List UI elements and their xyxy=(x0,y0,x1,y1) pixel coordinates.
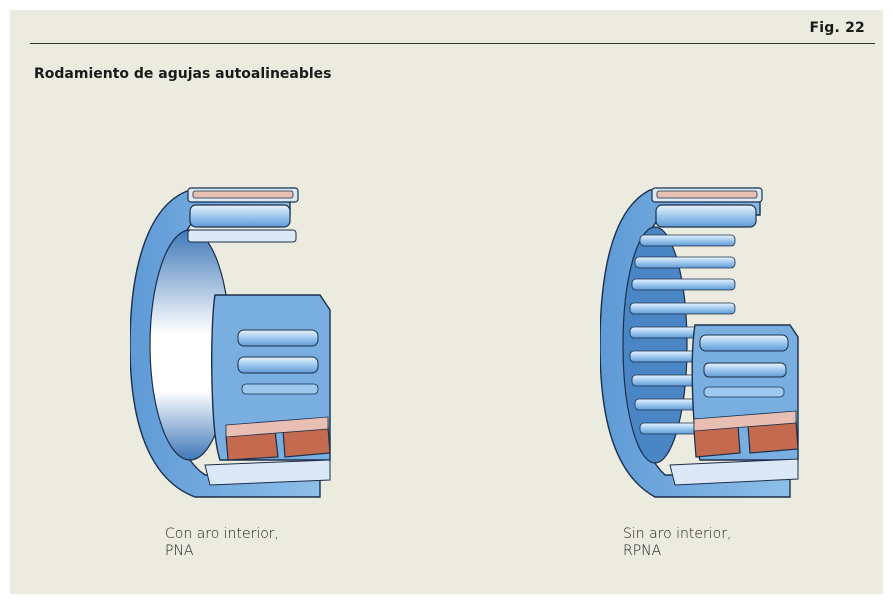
figure-panel: Fig. 22 Rodamiento de agujas autoalineab… xyxy=(10,10,883,594)
caption-pna-line1: Con aro interior, xyxy=(165,526,279,542)
figure-title: Rodamiento de agujas autoalineables xyxy=(34,66,332,82)
caption-pna-line2: PNA xyxy=(165,543,194,559)
caption-rpna-line1: Sin aro interior, xyxy=(623,526,732,542)
bearing-pna-illustration xyxy=(130,187,331,498)
figure-number: Fig. 22 xyxy=(809,20,865,36)
header-rule xyxy=(30,43,875,44)
caption-pna: Con aro interior, PNA xyxy=(165,526,279,560)
caption-rpna: Sin aro interior, RPNA xyxy=(623,526,731,560)
bearing-rpna-illustration xyxy=(600,187,799,498)
caption-rpna-line2: RPNA xyxy=(623,543,662,559)
